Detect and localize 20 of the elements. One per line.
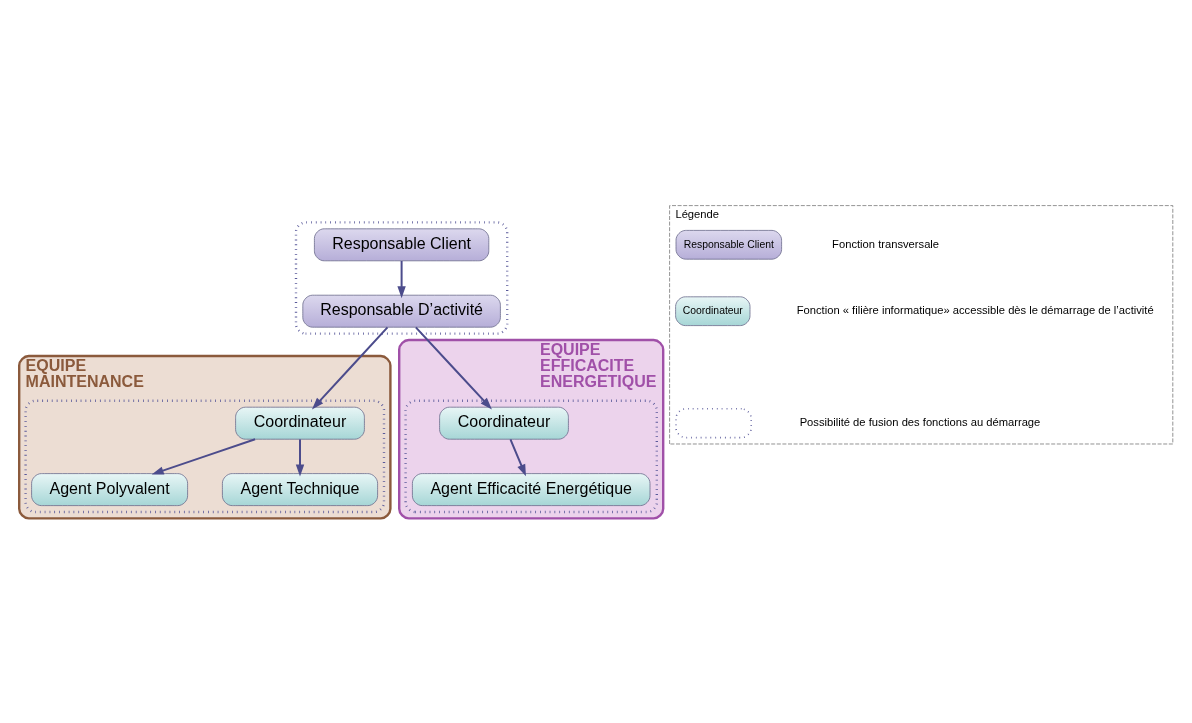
node-box: Responsable Client [314,227,490,261]
arrow [414,325,492,409]
node-box: Responsable D’activité [302,294,501,328]
arrow [311,325,389,409]
node-box: Coordinateur [439,406,569,440]
arrow [509,437,526,476]
node-box: Agent Technique [222,472,378,506]
node-box: Coordinateur [675,295,751,326]
node-box: Responsable Client [675,229,782,260]
node-box: Agent Polyvalent [31,472,188,506]
legend-label: Fonction « filière informatique» accessible dès le démarrage de l’activité [796,303,1154,316]
node-box: Agent Efficacité Energétique [412,472,651,506]
node-box: Coordinateur [235,406,365,440]
arrow [397,259,406,298]
arrow [295,437,305,477]
node-box [675,407,752,438]
legend-label: Possibilité de fusion des fonctions au démarrage [799,415,1041,428]
arrow [151,437,257,475]
legend-label: Fonction transversale [832,237,940,250]
cluster [294,220,509,335]
